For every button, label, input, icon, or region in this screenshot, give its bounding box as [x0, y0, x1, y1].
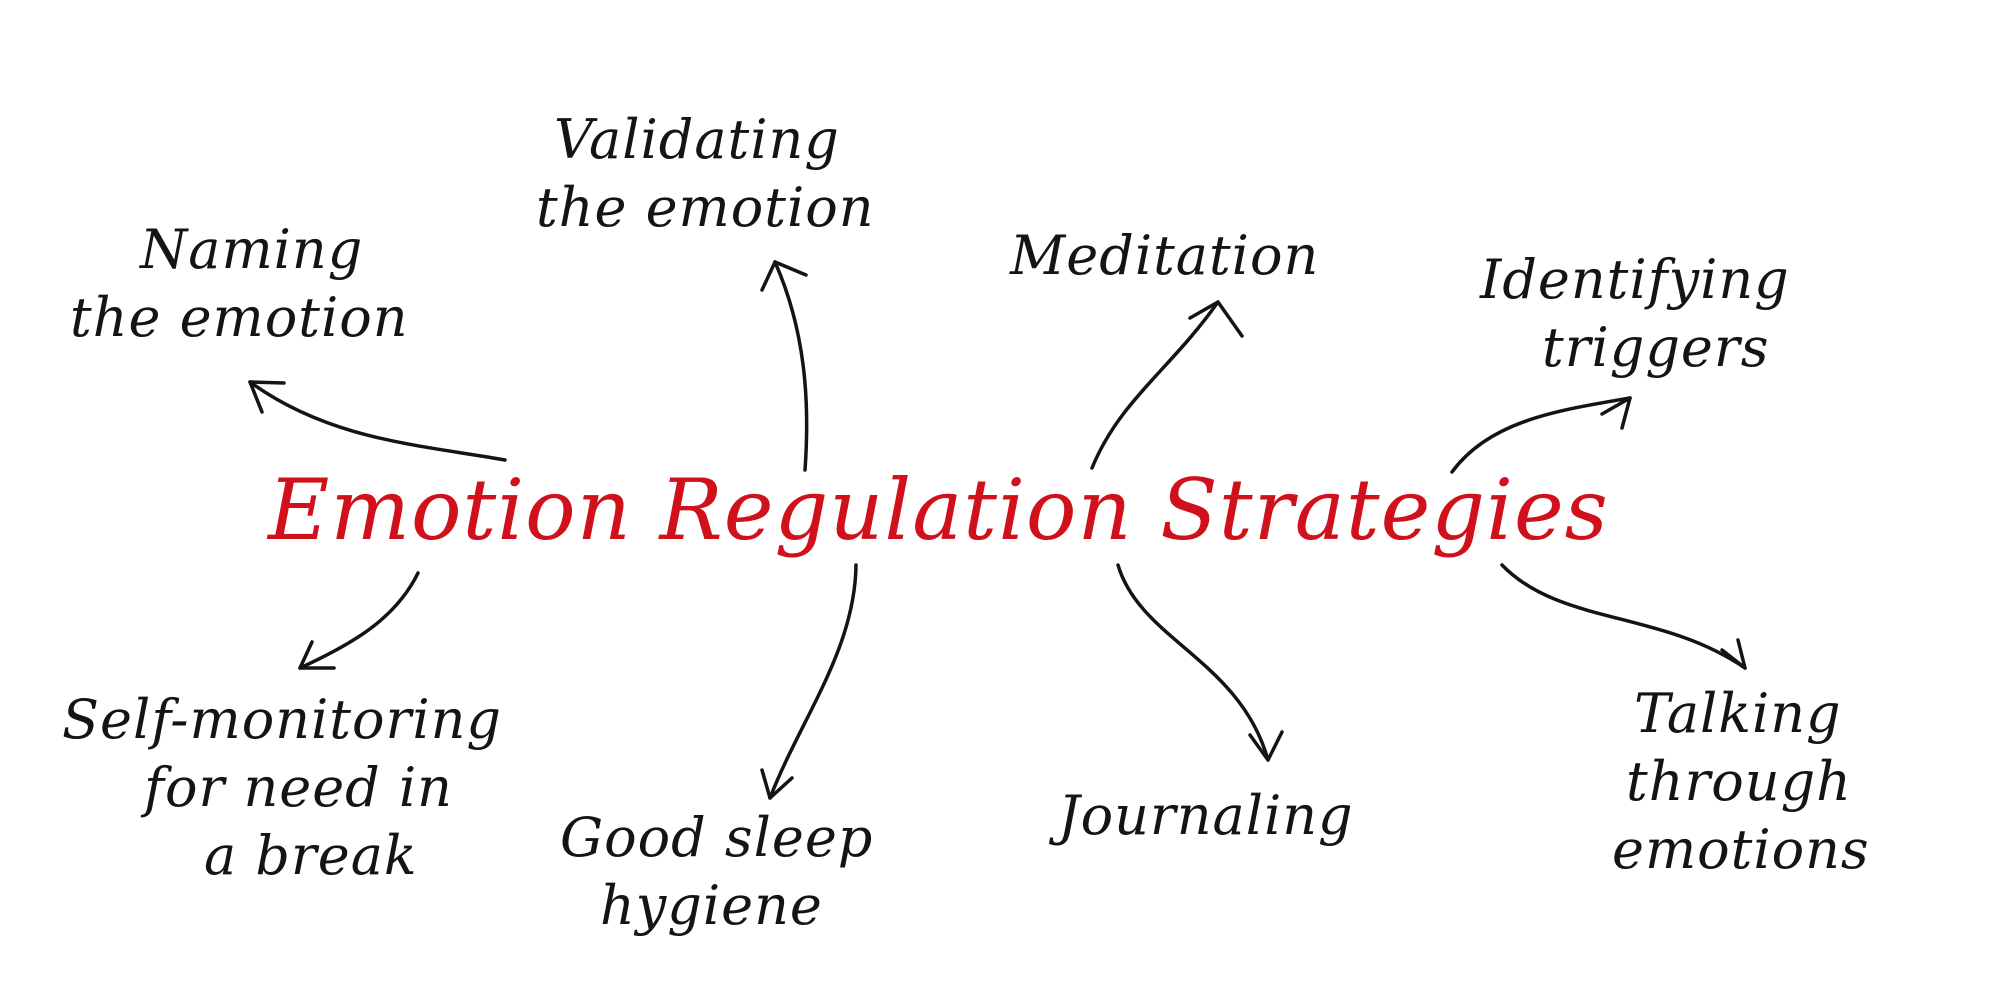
- strategy-line: the emotion: [70, 286, 409, 349]
- strategy-self-monitoring: Self-monitoring for need in a break: [62, 686, 502, 890]
- strategy-meditation: Meditation: [1010, 222, 1319, 290]
- strategy-line: Good sleep: [560, 806, 874, 869]
- strategy-journaling: Journaling: [1058, 782, 1354, 850]
- strategy-line: Self-monitoring: [62, 688, 502, 751]
- strategy-line: the emotion: [536, 176, 875, 239]
- strategy-good-sleep-hygiene: Good sleep hygiene: [560, 804, 873, 940]
- strategy-line: through: [1626, 750, 1852, 813]
- arrow-to-meditation: [1090, 300, 1244, 470]
- strategy-line: Meditation: [1010, 224, 1320, 287]
- arrow-to-sleep: [760, 563, 858, 800]
- arrow-to-naming: [248, 380, 507, 462]
- strategy-line: a break: [204, 824, 418, 887]
- diagram-title: Emotion Regulation Strategies: [268, 461, 1609, 559]
- strategy-line: Talking: [1634, 682, 1842, 745]
- strategy-line: emotions: [1612, 818, 1870, 881]
- arrow-to-self-monitoring: [298, 571, 420, 670]
- strategy-line: Identifying: [1480, 248, 1790, 311]
- strategy-line: Validating: [554, 108, 840, 171]
- strategy-line: for need in: [144, 756, 453, 819]
- strategy-line: triggers: [1542, 316, 1770, 379]
- strategy-naming-the-emotion: Naming the emotion: [70, 216, 409, 352]
- strategy-line: Journaling: [1058, 784, 1354, 847]
- arrow-to-talking: [1500, 563, 1747, 670]
- strategy-line: hygiene: [600, 874, 823, 937]
- strategy-talking-through-emotions: Talking through emotions: [1612, 680, 1870, 884]
- strategy-line: Naming: [140, 218, 364, 281]
- strategy-validating-the-emotion: Validating the emotion: [536, 106, 875, 242]
- arrow-to-identifying: [1450, 396, 1632, 474]
- arrow-to-validating: [760, 260, 809, 472]
- arrow-to-journaling: [1116, 563, 1284, 762]
- strategy-identifying-triggers: Identifying triggers: [1480, 246, 1790, 382]
